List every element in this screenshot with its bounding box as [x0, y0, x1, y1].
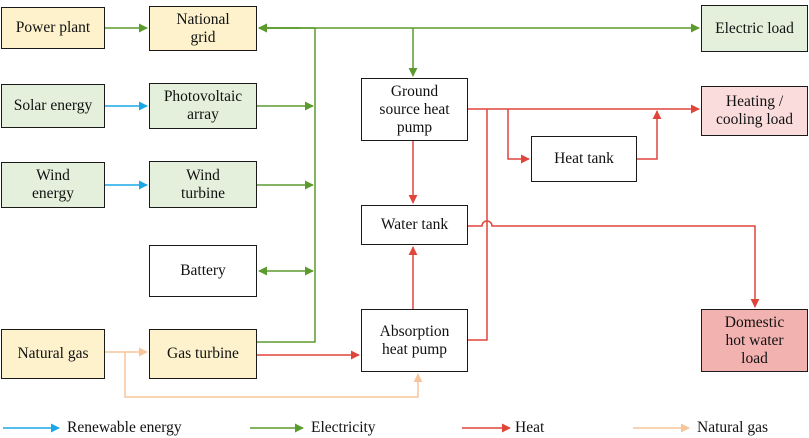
- battery-node: Battery: [149, 245, 257, 297]
- heat-tank-to-heating-load-arrow: [637, 110, 662, 160]
- water-tank-to-hot-water-arrow: [468, 220, 760, 308]
- legend-renewable-label: Renewable energy: [67, 419, 182, 436]
- heat-tank-node: Heat tank: [531, 136, 637, 182]
- absorption-to-heat-bus-line: [468, 109, 488, 341]
- gas-turbine-node: Gas turbine: [149, 329, 257, 379]
- gas-turbine-to-bus-line: [257, 28, 316, 343]
- ground-source-heat-pump-node: Ground source heat pump: [361, 78, 468, 141]
- photovoltaic-array-node: Photovoltaic array: [149, 83, 257, 129]
- legend-gas-label: Natural gas: [697, 419, 769, 436]
- heating-cooling-load-node: Heating / cooling load: [701, 86, 808, 136]
- legend-electricity-label: Electricity: [311, 419, 376, 436]
- power-plant-node: Power plant: [1, 7, 105, 49]
- domestic-hot-water-load-node: Domestic hot water load: [701, 309, 808, 372]
- gshp-to-heat-tank-arrow: [507, 109, 530, 164]
- national-grid-node: National grid: [149, 6, 257, 51]
- natural-gas-node: Natural gas: [1, 329, 105, 379]
- water-tank-node: Water tank: [361, 205, 468, 245]
- legend-heat-label: Heat: [515, 419, 545, 436]
- wind-energy-node: Wind energy: [1, 162, 105, 208]
- gas-to-absorption-arrow: [124, 352, 423, 398]
- electric-load-node: Electric load: [701, 5, 808, 52]
- solar-energy-node: Solar energy: [1, 84, 105, 128]
- wind-turbine-node: Wind turbine: [149, 161, 257, 208]
- absorption-heat-pump-node: Absorption heat pump: [361, 309, 468, 372]
